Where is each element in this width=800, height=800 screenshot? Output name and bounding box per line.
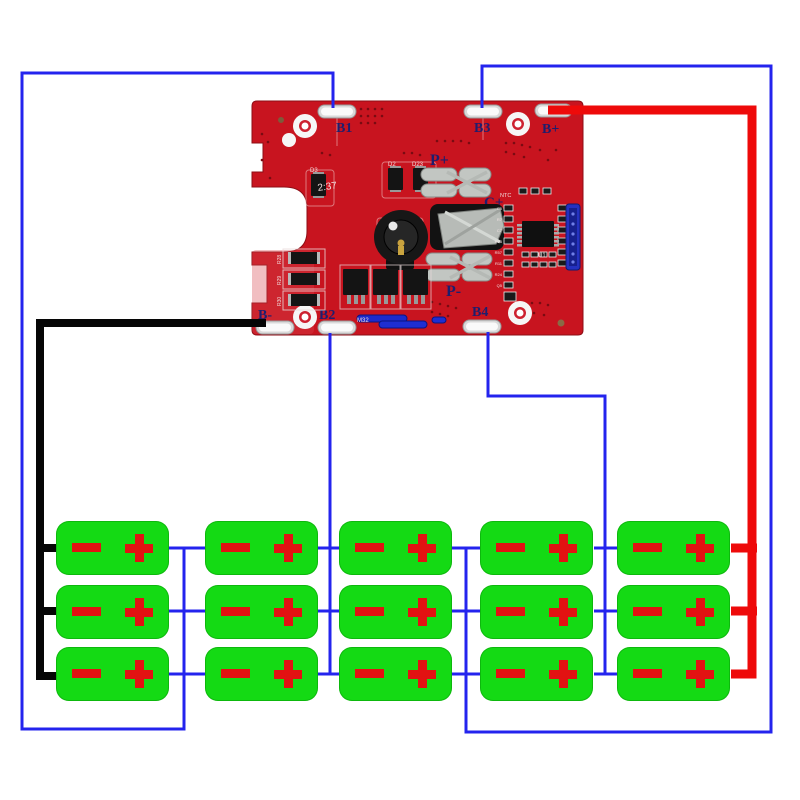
label-pplus: P+ (430, 152, 449, 169)
pad-b2 (317, 320, 357, 335)
plus-symbol (686, 534, 714, 562)
thermal-protector (374, 204, 505, 270)
battery-cell-r3c2 (205, 647, 318, 701)
battery-cell-r1c2 (205, 521, 318, 575)
svg-text:C7: C7 (497, 228, 503, 233)
svg-text:R29: R29 (277, 276, 283, 285)
svg-text:C5: C5 (497, 206, 503, 211)
svg-text:R58: R58 (495, 239, 503, 244)
wire-b1 (20, 71, 335, 731)
battery-cell-r3c4 (480, 647, 593, 701)
battery-cell-r1c5 (617, 521, 730, 575)
pad-b4 (462, 319, 502, 334)
svg-text:U1: U1 (538, 253, 546, 259)
svg-text:NTC: NTC (500, 193, 511, 199)
battery-cell-r2c4 (480, 585, 593, 639)
edge-connector (565, 203, 581, 271)
date-mark: 2:37 (317, 180, 338, 194)
minus-symbol (633, 607, 662, 616)
jumper-wires (356, 314, 447, 329)
label-b4: B4 (472, 305, 488, 320)
plus-symbol (408, 534, 436, 562)
minus-symbol (633, 669, 662, 678)
minus-symbol (72, 543, 101, 552)
battery-cell-r2c2 (205, 585, 318, 639)
via-dots (260, 107, 558, 318)
minus-symbol (633, 543, 662, 552)
minus-symbol (355, 669, 384, 678)
plus-symbol (408, 598, 436, 626)
plus-symbol (549, 534, 577, 562)
mounting-holes (278, 112, 565, 329)
label-bplus: B+ (542, 122, 559, 137)
plus-symbol (125, 534, 153, 562)
plus-symbol (686, 598, 714, 626)
minus-symbol (72, 607, 101, 616)
plus-symbol (274, 598, 302, 626)
minus-symbol (496, 607, 525, 616)
contact-clip-pplus (420, 167, 492, 198)
svg-text:D23: D23 (412, 162, 424, 168)
plus-symbol (549, 660, 577, 688)
minus-symbol (72, 669, 101, 678)
plus-symbol (274, 534, 302, 562)
plus-symbol (125, 598, 153, 626)
svg-text:D3: D3 (310, 168, 318, 174)
minus-symbol (355, 607, 384, 616)
mosfets (339, 264, 432, 310)
svg-text:R7: R7 (497, 217, 503, 222)
contact-clip-pminus (425, 252, 493, 282)
battery-cell-r2c5 (617, 585, 730, 639)
plus-symbol (125, 660, 153, 688)
minus-symbol (496, 543, 525, 552)
resistor-bank: R28 R29 R30 (277, 248, 326, 311)
control-cluster: NTC C5 R7 C7 R58 R57 R11 R24 Q5 (495, 187, 581, 302)
battery-cell-r2c1 (56, 585, 169, 639)
minus-symbol (355, 543, 384, 552)
minus-symbol (496, 669, 525, 678)
label-m32: M32 (357, 318, 369, 324)
battery-cell-r2c3 (339, 585, 452, 639)
battery-cell-r3c5 (617, 647, 730, 701)
svg-text:Q5: Q5 (497, 283, 503, 288)
svg-text:D2: D2 (388, 162, 396, 168)
plus-symbol (549, 598, 577, 626)
battery-cell-r1c3 (339, 521, 452, 575)
wire-b-plus (548, 105, 757, 679)
label-b3: B3 (474, 121, 490, 136)
wire-b2 (318, 333, 339, 676)
wire-b4 (486, 332, 617, 676)
diode-d3: D3 (310, 168, 326, 198)
ic-u1: U1 (517, 221, 559, 259)
minus-symbol (221, 543, 250, 552)
minus-symbol (221, 607, 250, 616)
svg-text:R57: R57 (495, 250, 503, 255)
battery-cell-r1c4 (480, 521, 593, 575)
battery-cell-r3c1 (56, 647, 169, 701)
diode-d2: D2 (388, 162, 403, 192)
label-b2: B2 (319, 308, 335, 323)
battery-cell-r1c1 (56, 521, 169, 575)
pad-b1 (317, 104, 357, 119)
svg-text:R30: R30 (277, 297, 283, 306)
plus-symbol (408, 660, 436, 688)
svg-text:R28: R28 (277, 255, 283, 264)
plus-symbol (686, 660, 714, 688)
label-b1: B1 (336, 121, 352, 136)
label-pminus: P- (446, 283, 461, 300)
wire-b3 (452, 64, 773, 734)
svg-text:R24: R24 (495, 272, 503, 277)
plus-symbol (274, 660, 302, 688)
minus-symbol (221, 669, 250, 678)
wire-b-minus (36, 319, 266, 680)
svg-text:R11: R11 (495, 261, 503, 266)
battery-cell-r3c3 (339, 647, 452, 701)
